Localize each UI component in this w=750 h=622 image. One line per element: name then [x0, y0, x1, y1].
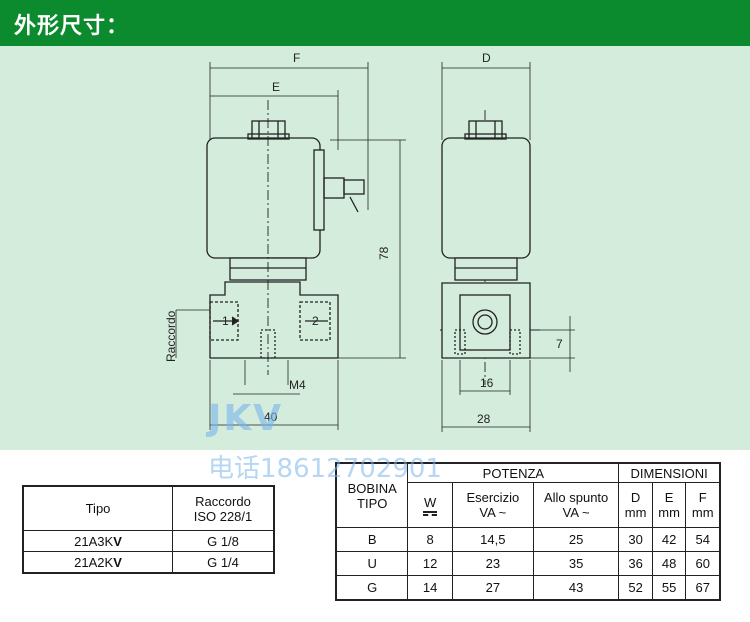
e-cell: 42: [651, 527, 687, 552]
tipo-table: Tipo Raccordo ISO 228/1 21A3KV G 1/8 21A…: [22, 485, 275, 574]
raccordo-header: Raccordo ISO 228/1: [172, 485, 275, 531]
table-row: B 8 14,5 25 30 42 54: [335, 527, 721, 552]
dimensioni-header: DIMENSIONI: [618, 462, 721, 483]
w-cell: 12: [407, 551, 453, 576]
tipo-suffix: V: [113, 533, 122, 549]
w-header-label: W: [423, 494, 437, 510]
bobina-header-line1: BOBINA: [347, 480, 397, 496]
d-header-unit: mm: [624, 505, 647, 520]
e-cell: 55: [651, 575, 687, 601]
esercizio-cell: 14,5: [451, 527, 534, 552]
spunto-header: Allo spunto VA ~: [532, 482, 620, 528]
e-header-label: E: [664, 490, 674, 505]
dim-m4-label: M4: [289, 378, 306, 392]
dim-height-label: 78: [377, 246, 391, 260]
esercizio-cell: 27: [451, 575, 534, 601]
dim-d-label: D: [482, 51, 491, 65]
dim-e-label: E: [272, 80, 280, 94]
spunto-cell: 25: [532, 527, 620, 552]
table-row: U 12 23 35 36 48 60: [335, 551, 721, 576]
esercizio-header-line1: Esercizio: [466, 490, 520, 505]
tipo-prefix: 21A2K: [74, 554, 114, 570]
dim-7-label: 7: [556, 337, 563, 351]
e-cell: 48: [651, 551, 687, 576]
tipo-header: Tipo: [22, 485, 173, 531]
table-row: G 14 27 43 52 55 67: [335, 575, 721, 601]
w-cell: 8: [407, 527, 453, 552]
front-view: [206, 120, 365, 359]
raccordo-label: Raccordo: [164, 310, 178, 362]
dim-f-label: F: [293, 51, 300, 65]
d-cell: 36: [618, 551, 653, 576]
header-bar: 外形尺寸：: [0, 0, 750, 46]
d-cell: 30: [618, 527, 653, 552]
f-cell: 67: [685, 575, 721, 601]
bobina-tipo-cell: B: [335, 527, 409, 552]
d-cell: 52: [618, 575, 653, 601]
w-header: W: [407, 482, 453, 528]
tipo-prefix: 21A3K: [74, 533, 114, 549]
tipo-suffix: V: [113, 554, 122, 570]
w-cell: 14: [407, 575, 453, 601]
side-view: [441, 120, 531, 359]
f-cell: 54: [685, 527, 721, 552]
tipo-cell: 21A2KV: [22, 551, 173, 574]
esercizio-header: Esercizio VA ~: [451, 482, 534, 528]
dim-40-label: 40: [264, 410, 278, 424]
raccordo-header-line2: ISO 228/1: [193, 508, 253, 524]
e-header: E mm: [651, 482, 687, 528]
raccordo-header-line1: Raccordo: [195, 493, 251, 509]
bobina-table: BOBINA TIPO POTENZA DIMENSIONI W Eserciz…: [335, 462, 721, 601]
d-header-label: D: [630, 490, 641, 505]
technical-drawing: F E D 78 Raccordo 1 2 M4 40 16 28 7: [164, 51, 575, 432]
esercizio-cell: 23: [451, 551, 534, 576]
bobina-tipo-cell: U: [335, 551, 409, 576]
d-header: D mm: [618, 482, 653, 528]
drawing-area: [0, 46, 750, 450]
watermark-logo: JKV: [208, 398, 284, 439]
bobina-header: BOBINA TIPO: [335, 462, 409, 528]
raccordo-cell: G 1/4: [172, 551, 275, 574]
raccordo-cell: G 1/8: [172, 530, 275, 552]
bobina-tipo-cell: G: [335, 575, 409, 601]
port-1-label: 1: [222, 314, 229, 328]
page-title: 外形尺寸：: [14, 14, 130, 39]
spunto-header-line2: VA ~: [562, 505, 590, 520]
e-header-unit: mm: [658, 505, 680, 520]
table-row: 21A3KV G 1/8: [22, 530, 275, 552]
f-cell: 60: [685, 551, 721, 576]
f-header-label: F: [698, 490, 707, 505]
dc-symbol-solid: [423, 510, 438, 513]
port-2-label: 2: [312, 314, 319, 328]
dc-symbol-dashed: [423, 513, 438, 516]
dim-28-label: 28: [477, 412, 491, 426]
spunto-cell: 35: [532, 551, 620, 576]
f-header: F mm: [685, 482, 721, 528]
potenza-header: POTENZA: [407, 462, 620, 483]
esercizio-header-line2: VA ~: [479, 505, 507, 520]
spunto-cell: 43: [532, 575, 620, 601]
tipo-cell: 21A3KV: [22, 530, 173, 552]
table-row: 21A2KV G 1/4: [22, 551, 275, 574]
bobina-header-line2: TIPO: [357, 495, 388, 511]
f-header-unit: mm: [691, 505, 714, 520]
dimension-lines: [175, 62, 575, 432]
dim-16-label: 16: [480, 376, 494, 390]
spunto-header-line1: Allo spunto: [543, 490, 609, 505]
